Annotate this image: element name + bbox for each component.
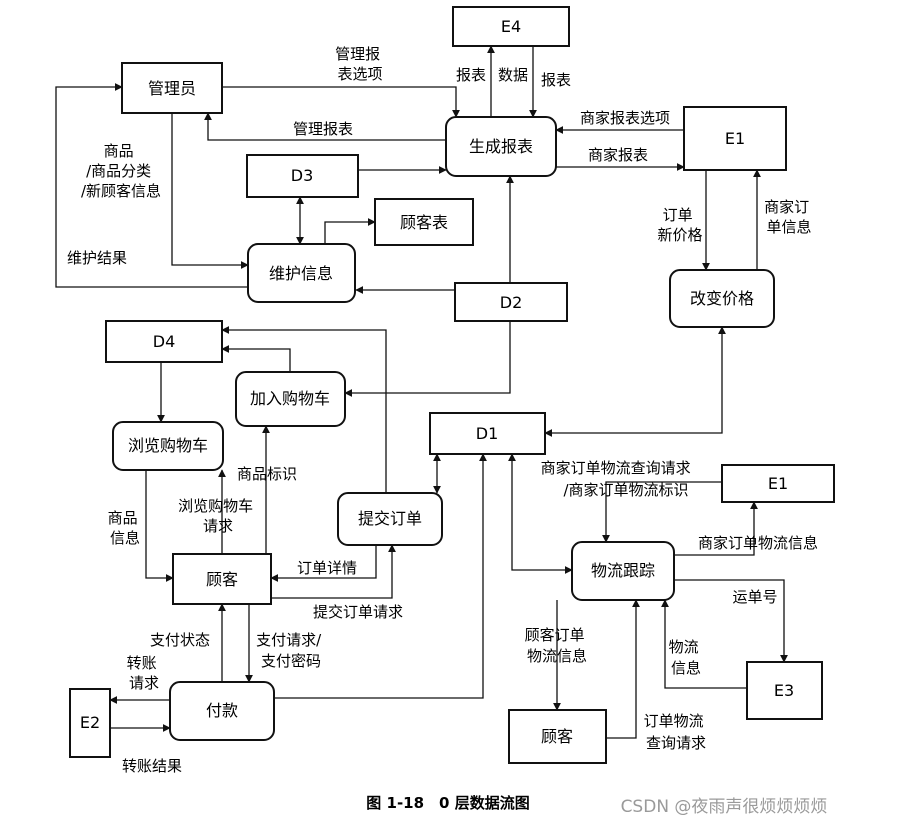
node-e1-top: E1 <box>683 106 787 171</box>
flow-d1-logistics <box>508 453 573 574</box>
flow-maintain-result <box>55 83 248 288</box>
label-merchant-logistics-info: 商家订单物流信息 <box>698 534 818 552</box>
node-e3: E3 <box>746 661 823 720</box>
label-admin-report-options: 管理报 表选项 <box>335 45 385 83</box>
node-submit-order-label: 提交订单 <box>358 509 422 528</box>
node-admin-label: 管理员 <box>148 79 196 98</box>
flow-d2-add-cart <box>344 321 511 397</box>
node-customer-mid: 顾客 <box>172 553 272 605</box>
node-e1-top-label: E1 <box>725 129 745 148</box>
node-d3: D3 <box>246 154 359 198</box>
node-payment-label: 付款 <box>206 701 238 720</box>
node-d4-label: D4 <box>153 332 176 351</box>
node-logistics: 物流跟踪 <box>571 541 675 601</box>
label-waybill: 运单号 <box>732 588 777 606</box>
label-order-new-price: 订单 新价格 <box>657 206 702 244</box>
node-logistics-label: 物流跟踪 <box>591 561 655 580</box>
flow-admin-report-options <box>222 86 460 118</box>
flow-e3-logistics <box>661 599 747 689</box>
node-browse-cart-label: 浏览购物车 <box>128 436 208 455</box>
label-browse-request: 浏览购物车 请求 <box>178 497 258 535</box>
flow-admin-report <box>204 112 446 141</box>
node-change-price: 改变价格 <box>669 269 775 328</box>
node-add-cart-label: 加入购物车 <box>250 389 330 408</box>
label-e4-report: 报表 <box>456 66 486 84</box>
node-e3-label: E3 <box>774 681 794 700</box>
label-goods-info2: 商品 信息 <box>108 509 143 547</box>
flow-logistics-e1 <box>674 501 758 556</box>
node-change-price-label: 改变价格 <box>690 289 754 308</box>
label-maintain-result: 维护结果 <box>67 249 127 267</box>
node-e1-mid: E1 <box>721 464 835 503</box>
flow-change-price-d1 <box>544 326 726 437</box>
node-d4: D4 <box>105 320 223 363</box>
label-merchant-report-options: 商家报表选项 <box>580 109 670 127</box>
flow-payment-d1 <box>274 453 487 699</box>
node-payment: 付款 <box>169 681 275 741</box>
flow-customer-logistics <box>606 599 640 739</box>
nodes: 管理员 E4 生成报表 E1 D3 顾客表 维护信息 D2 <box>69 6 835 764</box>
label-e4-report2: 报表 <box>541 71 571 89</box>
node-d2-label: D2 <box>500 293 523 312</box>
node-d1: D1 <box>429 412 546 455</box>
flow-maintain-customer-table <box>324 218 376 244</box>
label-merchant-report: 商家报表 <box>588 146 648 164</box>
flow-order-detail <box>270 545 377 582</box>
label-goods-info: 商品 /商品分类 /新顾客信息 <box>81 142 161 200</box>
node-submit-order: 提交订单 <box>337 492 443 546</box>
label-pay-status: 支付状态 <box>150 631 210 649</box>
flow-e1-logistics <box>602 481 722 543</box>
figure-caption: 图 1-18 0 层数据流图 <box>366 794 529 812</box>
flow-add-cart-d4 <box>221 345 291 372</box>
node-e1-mid-label: E1 <box>768 474 788 493</box>
node-maintain: 维护信息 <box>247 243 356 303</box>
node-e2: E2 <box>69 688 111 758</box>
flow-submit-request <box>271 544 396 599</box>
flow-submit-d4 <box>221 326 387 493</box>
node-customer-table-label: 顾客表 <box>400 213 448 232</box>
node-e4: E4 <box>452 6 570 47</box>
node-maintain-label: 维护信息 <box>269 264 333 283</box>
flow-lines <box>55 45 788 739</box>
node-customer-bottom-label: 顾客 <box>541 727 573 746</box>
label-logistics-query: 商家订单物流查询请求 /商家订单物流标识 <box>541 459 696 499</box>
node-gen-report-label: 生成报表 <box>469 137 533 156</box>
label-logistics-info: 物流 信息 <box>669 638 704 677</box>
label-goods-id: 商品标识 <box>237 465 297 483</box>
node-admin: 管理员 <box>121 62 223 114</box>
label-e4-data: 数据 <box>498 66 528 84</box>
label-submit-request: 提交订单请求 <box>313 603 403 621</box>
flow-browse-customer <box>145 468 174 582</box>
flow-admin-maintain <box>171 113 249 269</box>
label-admin-report: 管理报表 <box>293 120 353 138</box>
watermark: CSDN @夜雨声很烦烦烦烦 <box>621 797 828 817</box>
label-pay-request: 支付请求/ 支付密码 <box>256 631 326 670</box>
node-customer-table: 顾客表 <box>374 198 474 246</box>
node-customer-mid-label: 顾客 <box>206 570 238 589</box>
node-d2: D2 <box>454 282 568 322</box>
node-customer-bottom: 顾客 <box>508 709 607 764</box>
label-order-detail: 订单详情 <box>297 559 357 577</box>
flow-logistics-e3 <box>674 579 788 663</box>
node-d1-label: D1 <box>476 424 499 443</box>
node-add-cart: 加入购物车 <box>235 371 346 427</box>
label-transfer-result: 转账结果 <box>122 757 182 775</box>
flow-labels: 管理报 表选项 报表 数据 报表 商家报表选项 管理报表 商家报表 商品 /商品… <box>67 45 818 775</box>
label-merchant-order-info: 商家订 单信息 <box>764 198 814 236</box>
node-gen-report: 生成报表 <box>445 116 557 177</box>
label-transfer-request: 转账 请求 <box>127 654 162 692</box>
node-d3-label: D3 <box>291 166 314 185</box>
node-e4-label: E4 <box>501 17 521 36</box>
node-browse-cart: 浏览购物车 <box>112 421 224 471</box>
label-order-logistics-query: 订单物流 查询请求 <box>644 712 709 752</box>
node-e2-label: E2 <box>80 713 100 732</box>
label-customer-logistics: 顾客订单 物流信息 <box>525 626 590 665</box>
